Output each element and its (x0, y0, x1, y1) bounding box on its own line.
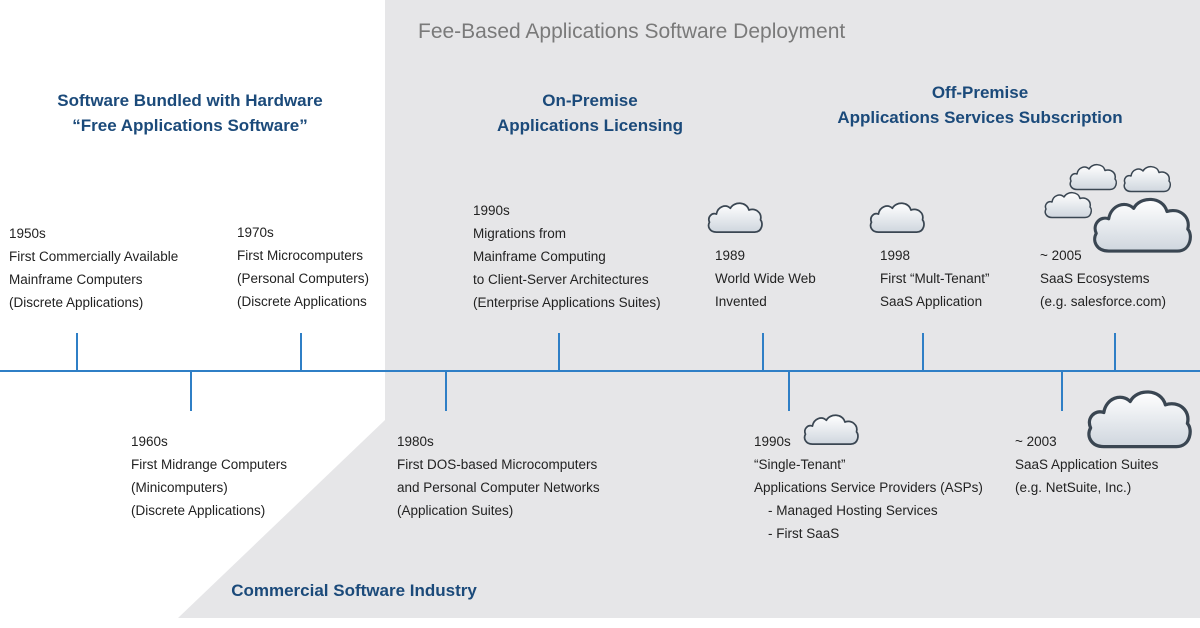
cloud-icon (869, 202, 925, 233)
event-1980s-line: and Personal Computer Networks (397, 480, 600, 495)
event-1990s-line: to Client-Server Architectures (473, 272, 649, 287)
cloud-icon (1044, 191, 1093, 219)
heading-off-premise-line1: Off-Premise (931, 83, 1029, 102)
event-2003: ~ 2003 SaaS Application Suites (e.g. Net… (1015, 430, 1158, 499)
event-1989-line: World Wide Web (715, 271, 816, 286)
event-1990s-line: Migrations from (473, 226, 567, 241)
tick-1960s (190, 371, 192, 411)
event-1990s-asp-year: 1990s (754, 434, 791, 449)
event-2005: ~ 2005 SaaS Ecosystems (e.g. salesforce.… (1040, 244, 1166, 313)
heading-on-premise: On-Premise Applications Licensing (460, 88, 720, 138)
event-1960s: 1960s First Midrange Computers (Minicomp… (131, 430, 287, 522)
event-1970s-year: 1970s (237, 225, 274, 240)
event-1960s-line: (Discrete Applications) (131, 503, 266, 518)
heading-bundled: Software Bundled with Hardware “Free App… (30, 88, 350, 138)
event-1990s-asp-line: “Single-Tenant” (754, 457, 846, 472)
event-1990s-asp-bullet: - Managed Hosting Services (768, 503, 938, 518)
event-1989-year: 1989 (715, 248, 746, 263)
tick-1990s-asp (788, 371, 790, 411)
heading-bundled-line1: Software Bundled with Hardware (57, 91, 323, 110)
event-2003-line: (e.g. NetSuite, Inc.) (1015, 480, 1132, 495)
tick-1950s (76, 333, 78, 371)
fee-based-banner: Fee-Based Applications Software Deployme… (418, 20, 846, 43)
event-1970s-line: First Microcomputers (237, 248, 364, 263)
fee-based-panel (178, 0, 1200, 618)
event-1998-line: First “Mult-Tenant” (880, 271, 990, 286)
event-1960s-line: First Midrange Computers (131, 457, 288, 472)
event-1980s-line: (Application Suites) (397, 503, 514, 518)
event-1998-line: SaaS Application (880, 294, 983, 309)
event-1980s-line: First DOS-based Microcomputers (397, 457, 598, 472)
event-1970s-line: (Discrete Applications (237, 294, 367, 309)
heading-off-premise-line2: Applications Services Subscription (837, 108, 1123, 127)
event-1990s-asp: 1990s “Single-Tenant” Applications Servi… (754, 430, 983, 545)
event-1950s: 1950s First Commercially Available Mainf… (9, 222, 178, 314)
cloud-icon (1093, 197, 1192, 253)
cloud-icon (707, 202, 763, 233)
event-2005-line: SaaS Ecosystems (1040, 271, 1150, 286)
tick-1989 (762, 333, 764, 371)
event-2003-year: ~ 2003 (1015, 434, 1057, 449)
tick-1998 (922, 333, 924, 371)
event-1990s-line: (Enterprise Applications Suites) (473, 295, 661, 310)
event-1950s-year: 1950s (9, 226, 46, 241)
event-1970s: 1970s First Microcomputers (Personal Com… (237, 221, 369, 313)
heading-commercial-line1: Commercial Software Industry (231, 581, 477, 600)
event-1998-year: 1998 (880, 248, 911, 263)
event-1970s-line: (Personal Computers) (237, 271, 370, 286)
event-1950s-line: (Discrete Applications) (9, 295, 144, 310)
heading-off-premise: Off-Premise Applications Services Subscr… (820, 80, 1140, 130)
tick-1990s (558, 333, 560, 371)
event-1990s-client-server: 1990s Migrations from Mainframe Computin… (473, 199, 661, 314)
event-1989-line: Invented (715, 294, 767, 309)
event-1960s-line: (Minicomputers) (131, 480, 228, 495)
event-2005-year: ~ 2005 (1040, 248, 1082, 263)
event-1980s: 1980s First DOS-based Microcomputers and… (397, 430, 600, 522)
event-2005-line: (e.g. salesforce.com) (1040, 294, 1167, 309)
heading-commercial: Commercial Software Industry (222, 578, 486, 603)
tick-2005 (1114, 333, 1116, 371)
event-2003-line: SaaS Application Suites (1015, 457, 1159, 472)
tick-1970s (300, 333, 302, 371)
event-1998: 1998 First “Mult-Tenant” SaaS Applicatio… (880, 244, 990, 313)
event-1950s-line: Mainframe Computers (9, 272, 143, 287)
event-1990s-year: 1990s (473, 203, 510, 218)
tick-2003 (1061, 371, 1063, 411)
event-1990s-line: Mainframe Computing (473, 249, 606, 264)
event-1990s-asp-bullet: - First SaaS (768, 526, 840, 541)
cloud-icon (1087, 390, 1192, 449)
event-1990s-asp-line: Applications Service Providers (ASPs) (754, 480, 983, 495)
event-1950s-line: First Commercially Available (9, 249, 179, 264)
cloud-icon (803, 414, 859, 445)
heading-bundled-line2: “Free Applications Software” (72, 116, 308, 135)
heading-on-premise-line1: On-Premise (542, 91, 638, 110)
event-1980s-year: 1980s (397, 434, 434, 449)
event-1989: 1989 World Wide Web Invented (715, 244, 816, 313)
tick-1980s (445, 371, 447, 411)
heading-on-premise-line2: Applications Licensing (496, 116, 684, 135)
event-1960s-year: 1960s (131, 434, 168, 449)
